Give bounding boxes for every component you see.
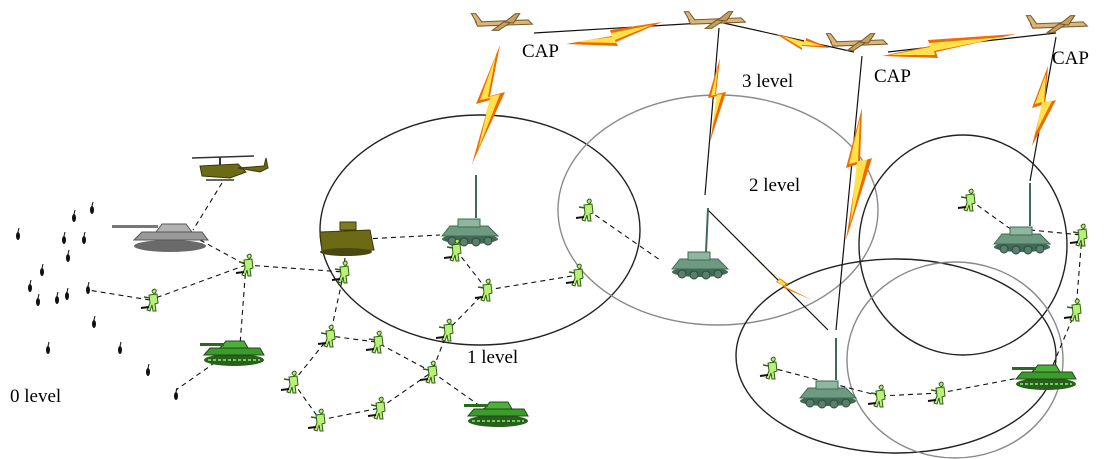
sensor-icon — [27, 279, 33, 293]
radio-links — [472, 22, 1056, 300]
lightning-link-icon — [708, 58, 726, 142]
radio-station-icon — [993, 183, 1051, 255]
lightning-link-icon — [776, 34, 830, 50]
coverage-circle-1 — [319, 114, 641, 346]
uav-icon — [470, 13, 533, 31]
lightning-link-icon — [752, 258, 812, 300]
soldier-icon — [331, 260, 350, 284]
sensor-icon — [61, 231, 67, 245]
lightning-link-icon — [472, 45, 505, 164]
radio-station-icon — [671, 207, 729, 280]
sensor-icon — [89, 201, 95, 215]
sensor-icon — [35, 293, 41, 307]
sensor-icon — [54, 291, 60, 305]
soldier-icon — [365, 330, 384, 354]
sensor-icon — [145, 363, 151, 377]
soldier-icon — [474, 278, 493, 302]
soldier-icon — [235, 253, 254, 277]
sensor-icon — [91, 315, 97, 329]
cap-label: CAP — [522, 41, 559, 62]
coverage-circle-5 — [846, 261, 1064, 459]
soldier-icon — [867, 384, 886, 408]
tank-icon — [1011, 364, 1077, 391]
soldier-icon — [759, 356, 778, 380]
soldier-icon — [307, 408, 326, 432]
soldier-icon — [1069, 223, 1088, 247]
level-0-label: 0 level — [10, 386, 62, 407]
coverage-circle-2 — [557, 94, 879, 326]
soldier-icon — [280, 370, 299, 394]
cap-label: CAP — [874, 66, 911, 87]
sensor-icon — [39, 263, 45, 277]
uav-icon — [1025, 15, 1088, 33]
soldier-icon — [565, 263, 584, 287]
soldier-icon — [575, 198, 594, 222]
soldier-icon — [419, 360, 438, 384]
sensor-icon — [117, 341, 123, 355]
soldier-icon — [1063, 298, 1082, 322]
radio-station-icon — [441, 175, 499, 247]
soldier-icon — [367, 396, 386, 420]
coverage-circle-4 — [735, 258, 1057, 454]
radio-station-icon — [799, 338, 857, 409]
level-3-label: 3 level — [742, 71, 794, 92]
sensor-icon — [85, 281, 91, 295]
sensor-icon — [15, 227, 21, 241]
soldier-icon — [140, 288, 159, 312]
cap-label: CAP — [1052, 48, 1089, 69]
lightning-link-icon — [846, 108, 872, 240]
sensor-icon — [64, 287, 70, 301]
lightning-link-icon — [882, 34, 1016, 58]
soldier-icon — [317, 324, 336, 348]
sensor-icon — [45, 341, 51, 355]
tank-icon — [463, 401, 529, 428]
level-1-label: 1 level — [467, 347, 519, 368]
level-2-label: 2 level — [749, 175, 801, 196]
lightning-link-icon — [1032, 66, 1056, 146]
lightning-link-icon — [566, 22, 662, 46]
radio-stations — [441, 175, 1051, 409]
apc-icon — [319, 221, 375, 256]
tank-icon — [112, 223, 209, 252]
soldier-icon — [957, 188, 976, 212]
helicopter-icon — [191, 155, 269, 181]
soldiers — [140, 188, 1088, 432]
sensor-icon — [71, 209, 77, 223]
tank-icon — [199, 340, 265, 367]
sensor-icon — [81, 231, 87, 245]
sensor-icon — [65, 249, 71, 263]
coverage-circle-3 — [858, 134, 1068, 356]
soldier-icon — [435, 318, 454, 342]
